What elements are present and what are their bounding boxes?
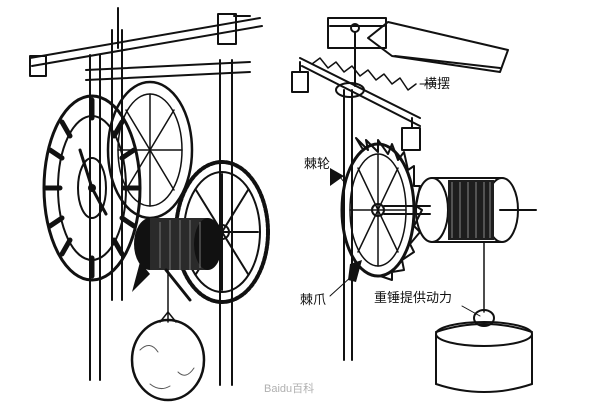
label-pawl: 棘爪 — [300, 293, 326, 308]
left-drum — [132, 218, 222, 302]
label-weight-power: 重锤提供动力 — [374, 290, 452, 306]
ratchet-wheel — [340, 137, 423, 281]
top-bracket — [327, 17, 509, 73]
left-foliot-bar — [29, 7, 263, 67]
frame-posts — [89, 29, 233, 386]
right-drum — [415, 177, 519, 243]
right-escapement — [291, 17, 537, 393]
crown-gear — [106, 80, 194, 220]
foliot-arm — [299, 57, 421, 127]
clock-dial — [42, 94, 142, 282]
left-frame-top — [85, 61, 251, 81]
watermark: Baidu百科 — [264, 381, 314, 395]
left-foliot-weight-left — [29, 55, 47, 77]
label-verge-foliot: 横摆 — [424, 77, 450, 92]
label-ratchet-wheel: 棘轮 — [304, 157, 330, 172]
foliot-hub — [335, 82, 365, 98]
left-hanging-weight — [130, 311, 206, 402]
leader-lines — [329, 83, 481, 317]
foliot-weight-left — [291, 61, 309, 93]
left-foliot-weight-right — [217, 13, 237, 45]
pawl-shape — [348, 260, 362, 282]
right-weight — [435, 309, 533, 393]
left-clock-mechanism — [29, 7, 270, 402]
foliot-weight-right — [401, 117, 421, 151]
upper-pallet — [330, 168, 344, 186]
